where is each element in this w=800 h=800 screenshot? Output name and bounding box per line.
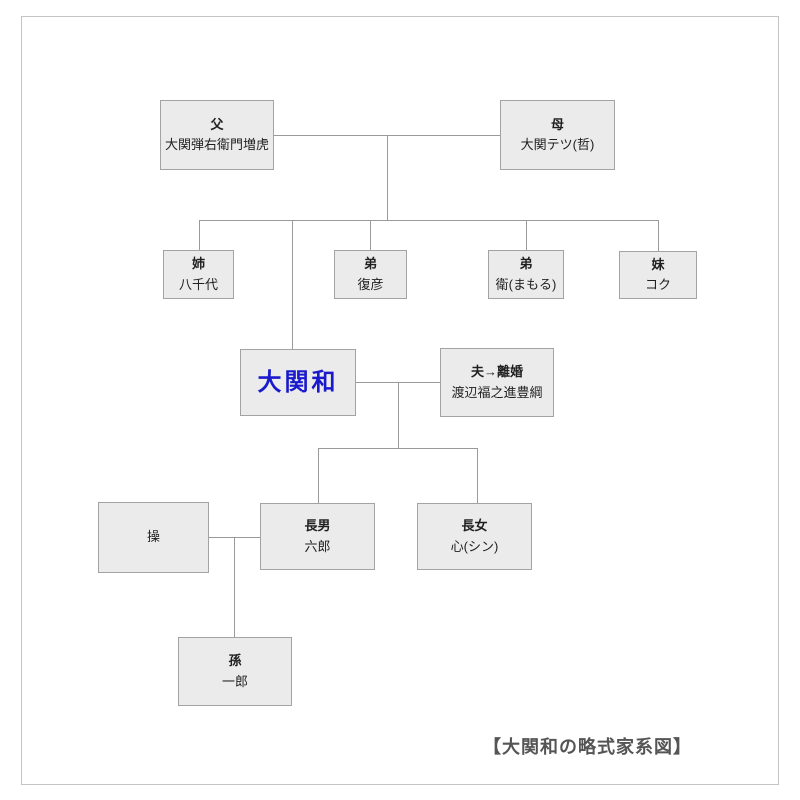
node-brother-mamoru: 弟 衛(まもる) [488,250,564,299]
connector-drop-self [292,220,293,349]
eldest-son-name: 六郎 [304,538,331,554]
node-father: 父 大関弾右衛門増虎 [160,100,274,170]
node-mother: 母 大関テツ(哲) [500,100,615,170]
node-eldest-daughter: 長女 心(シン) [417,503,532,570]
self-name: 大関和 [257,368,339,396]
connector-drop-brother-mamoru [526,220,527,250]
diagram-caption: 【大関和の略式家系図】 [483,737,692,757]
node-sons-wife: 操 [98,502,209,573]
connector-drop-elder-sister [199,220,200,250]
brother-fukuhiko-name: 復彦 [357,276,384,292]
node-grandson: 孫 一郎 [178,637,292,706]
grandson-name: 一郎 [221,673,248,689]
node-self: 大関和 [240,349,356,416]
node-younger-sister: 妹 コク [619,251,697,299]
younger-sister-relation-label: 妹 [651,256,665,272]
husband-name: 渡辺福之進豊綱 [451,384,543,400]
connector-drop-eldest-daughter [477,448,478,503]
node-elder-sister: 姉 八千代 [163,250,234,299]
connector-drop-brother-fukuhiko [370,220,371,250]
node-husband: 夫→離婚 渡辺福之進豊綱 [440,348,554,417]
connector-grandson-down [234,537,235,637]
connector-couple-down [398,382,399,448]
elder-sister-name: 八千代 [178,276,218,292]
connector-siblings-bar [199,220,659,221]
elder-sister-relation-label: 姉 [191,256,205,272]
brother-mamoru-name: 衛(まもる) [495,276,557,292]
eldest-daughter-relation-label: 長女 [461,518,488,534]
eldest-son-relation-label: 長男 [304,518,331,534]
brother-fukuhiko-relation-label: 弟 [363,256,377,272]
brother-mamoru-relation-label: 弟 [519,256,533,272]
node-eldest-son: 長男 六郎 [260,503,375,570]
connector-children-bar [318,448,477,449]
connector-parents-down [387,135,388,220]
outer-frame [21,16,779,785]
mother-relation-label: 母 [550,116,564,132]
connector-drop-eldest-son [318,448,319,503]
node-brother-fukuhiko: 弟 復彦 [334,250,407,299]
mother-name: 大関テツ(哲) [520,137,595,152]
husband-relation-label: 夫→離婚 [470,364,523,380]
younger-sister-name: コク [644,277,671,292]
eldest-daughter-name: 心(シン) [450,538,499,554]
sons-wife-name: 操 [146,529,160,545]
connector-drop-younger-sister [658,220,659,251]
grandson-relation-label: 孫 [228,653,242,669]
father-relation-label: 父 [210,116,224,132]
father-name: 大関弾右衛門増虎 [164,137,269,152]
